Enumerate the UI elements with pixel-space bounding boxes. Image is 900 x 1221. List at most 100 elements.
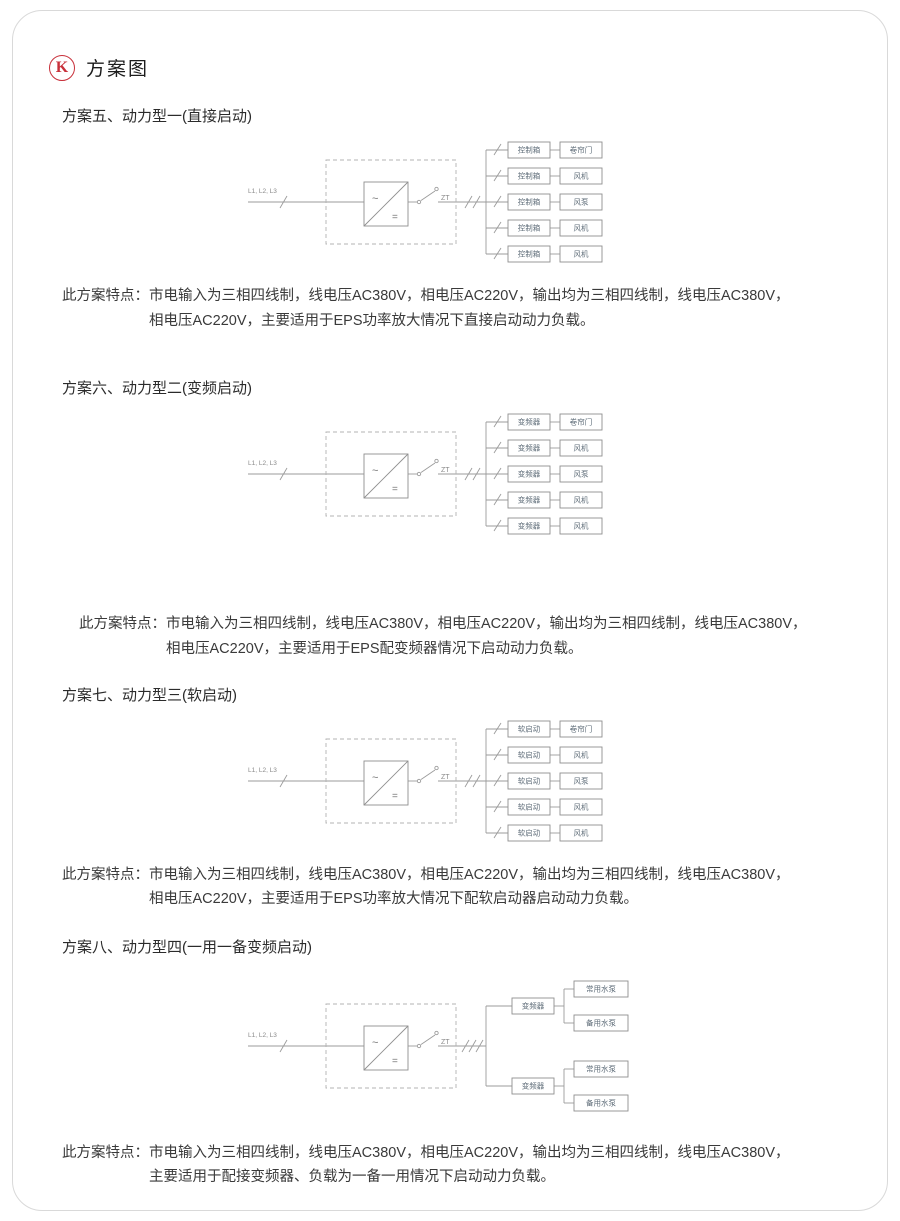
branch-load-label: 风机 xyxy=(574,443,589,453)
scheme-7-note: 此方案特点： 市电输入为三相四线制，线电压AC380V，相电压AC220V，输出… xyxy=(62,863,844,912)
transfer-switch xyxy=(416,1030,439,1048)
vfd-label: 变频器 xyxy=(522,1081,545,1091)
branch-device-label: 软启动 xyxy=(518,827,541,837)
inverter-diagonal xyxy=(363,181,409,227)
branch-labels: 控制箱 卷帘门 控制箱 风机 控制箱 风泵 控制箱 风机 控制箱 风机 xyxy=(518,145,593,259)
phase-slash-icon xyxy=(464,195,473,209)
duty-pump-box xyxy=(573,980,629,998)
standby-pump-box xyxy=(573,1014,629,1032)
input-phase-label: L1, L2, L3 xyxy=(248,188,277,195)
note-text: 市电输入为三相四线制，线电压AC380V，相电压AC220V，输出均为三相四线制… xyxy=(149,1141,790,1190)
phase-slash-icon xyxy=(464,468,473,481)
branch-load-label: 风机 xyxy=(574,521,589,531)
standby-pump-box xyxy=(573,1094,629,1112)
ac-symbol: ~ xyxy=(372,772,378,784)
dc-symbol: = xyxy=(392,212,398,223)
phase-slash-icon xyxy=(279,1039,288,1053)
scheme-6-diagram: ~ = L1, L2, L3 ZT 变频器 卷帘门 变频器 风机 变频器 风泵 … xyxy=(244,412,844,540)
branch-device-label: 软启动 xyxy=(518,775,541,785)
vfd-box xyxy=(511,1077,555,1095)
note-text: 市电输入为三相四线制，线电压AC380V，相电压AC220V，输出均为三相四线制… xyxy=(149,284,790,333)
transfer-switch-label: ZT xyxy=(441,1039,450,1046)
phase-slash-icon xyxy=(475,1039,484,1053)
ac-symbol: ~ xyxy=(372,1037,378,1049)
branch-device-label: 控制箱 xyxy=(518,171,541,181)
dc-symbol: = xyxy=(392,791,398,802)
note-text: 市电输入为三相四线制，线电压AC380V，相电压AC220V，输出均为三相四线制… xyxy=(166,612,807,661)
phase-slash-icon xyxy=(279,774,288,787)
circuit-diagram-vfd-start: ~ = L1, L2, L3 ZT 变频器 卷帘门 变频器 风机 变频器 风泵 … xyxy=(248,413,603,535)
duty-pump-box xyxy=(573,1060,629,1078)
wiring xyxy=(248,143,560,260)
branch-load-label: 卷帘门 xyxy=(570,723,593,733)
transfer-switch xyxy=(416,186,439,205)
phase-slash-icon xyxy=(279,468,288,481)
phase-slash-icon xyxy=(472,468,481,481)
note-label: 此方案特点： xyxy=(62,866,149,883)
note-line-1: 市电输入为三相四线制，线电压AC380V，相电压AC220V，输出均为三相四线制… xyxy=(166,616,807,633)
branch-device-label: 变频器 xyxy=(518,521,541,531)
branch-device-label: 软启动 xyxy=(518,801,541,811)
transfer-switch-label: ZT xyxy=(441,467,450,474)
wire-labels: L1, L2, L3 ZT xyxy=(248,188,450,202)
branch-load-label: 卷帘门 xyxy=(570,417,593,427)
standby-pump-label: 备用水泵 xyxy=(586,1018,616,1028)
input-phase-label: L1, L2, L3 xyxy=(248,767,277,774)
circuit-diagram-direct-start: ~ = L1, L2, L3 ZT 控制箱 卷帘门 控制箱 风机 控制箱 风泵 … xyxy=(248,141,603,263)
branch-labels: 变频器 卷帘门 变频器 风机 变频器 风泵 变频器 风机 变频器 风机 xyxy=(518,417,593,531)
note-line-2: 相电压AC220V，主要适用于EPS功率放大情况下配软启动器启动动力负载。 xyxy=(149,891,639,908)
dc-symbol: = xyxy=(392,484,398,495)
inverter-symbols: ~ = xyxy=(372,465,398,495)
section-header: K 方案图 xyxy=(49,54,844,81)
inverter-diagonal xyxy=(363,453,409,499)
branch-device-label: 变频器 xyxy=(518,443,541,453)
phase-slash-icon xyxy=(464,774,473,787)
branch-device-label: 软启动 xyxy=(518,749,541,759)
branch-device-label: 变频器 xyxy=(518,417,541,427)
eps-enclosure-outline xyxy=(325,431,457,517)
phase-slash-icon xyxy=(472,774,481,787)
branch-labels: 变频器 常用水泵 备用水泵 变频器 常用水泵 备用水泵 xyxy=(522,984,617,1108)
wiring xyxy=(248,988,574,1104)
page-title: 方案图 xyxy=(86,59,150,80)
input-phase-label: L1, L2, L3 xyxy=(248,460,277,467)
scheme-5-diagram: ~ = L1, L2, L3 ZT 控制箱 卷帘门 控制箱 风机 控制箱 风泵 … xyxy=(244,140,844,268)
branch-load-label: 风泵 xyxy=(574,470,589,479)
note-label: 此方案特点： xyxy=(79,616,166,633)
phase-slash-icon xyxy=(279,195,288,209)
transfer-switch-label: ZT xyxy=(441,774,450,781)
branch-load-label: 风泵 xyxy=(574,198,589,207)
branch-device-label: 变频器 xyxy=(518,469,541,479)
inverter-symbols: ~ = xyxy=(372,193,398,223)
vfd-box xyxy=(511,997,555,1015)
device-boxes xyxy=(363,980,629,1112)
device-boxes xyxy=(363,141,603,263)
wiring xyxy=(248,722,560,838)
transfer-switch xyxy=(416,459,439,477)
note-label: 此方案特点： xyxy=(62,288,149,304)
device-boxes xyxy=(363,413,603,535)
note-line-2: 相电压AC220V，主要适用于EPS功率放大情况下直接启动动力负载。 xyxy=(149,312,595,329)
scheme-8-section: 方案八、动力型四(一用一备变频启动) xyxy=(62,936,844,1190)
branch-load-label: 风机 xyxy=(574,827,589,837)
vfd-label: 变频器 xyxy=(522,1001,545,1011)
scheme-6-title: 方案六、动力型二(变频启动) xyxy=(62,380,252,398)
circuit-diagram-soft-start: ~ = L1, L2, L3 ZT 软启动 卷帘门 软启动 风机 软启动 风泵 … xyxy=(248,720,603,842)
phase-slash-icon xyxy=(461,1039,470,1053)
inverter-symbols: ~ = xyxy=(372,1037,398,1067)
scheme-6-note: 此方案特点： 市电输入为三相四线制，线电压AC380V，相电压AC220V，输出… xyxy=(79,612,844,661)
wire-labels: L1, L2, L3 ZT xyxy=(248,767,450,781)
inverter-symbols: ~ = xyxy=(372,772,398,802)
branch-load-label: 卷帘门 xyxy=(570,145,593,155)
ac-symbol: ~ xyxy=(372,465,378,477)
scheme-8-title: 方案八、动力型四(一用一备变频启动) xyxy=(62,938,312,956)
transfer-switch xyxy=(416,765,439,783)
duty-pump-label: 常用水泵 xyxy=(586,1064,616,1074)
circuit-diagram-duty-standby: ~ = L1, L2, L3 ZT 变频器 常用水泵 备用水泵 变频器 常用水泵… xyxy=(248,980,629,1112)
branch-device-label: 软启动 xyxy=(518,723,541,733)
note-label: 此方案特点： xyxy=(62,1144,149,1161)
section-letter-badge: K xyxy=(49,54,75,81)
inverter-diagonal xyxy=(363,760,409,805)
note-line-1: 市电输入为三相四线制，线电压AC380V，相电压AC220V，输出均为三相四线制… xyxy=(149,288,790,304)
branch-load-label: 风泵 xyxy=(574,776,589,785)
